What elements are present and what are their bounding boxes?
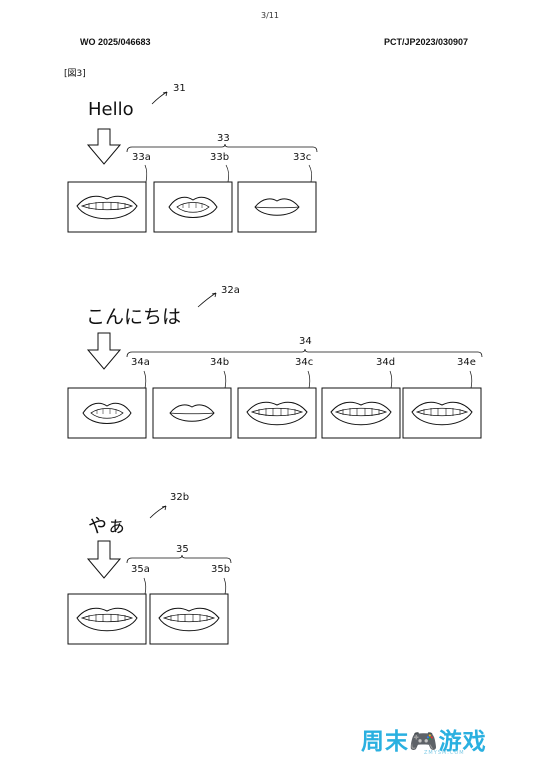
ref-35a: 35a: [131, 564, 150, 575]
ref-35: 35: [176, 544, 189, 555]
ref-35b: 35b: [211, 564, 231, 575]
word-konnichiwa: こんにちは: [86, 306, 182, 328]
ref-31: 31: [173, 83, 186, 94]
ref-33a: 33a: [132, 152, 151, 163]
watermark-sub: ZMYSM.COM: [424, 750, 465, 756]
application-number: PCT/JP2023/030907: [384, 37, 469, 47]
group3-lines: [86, 505, 232, 595]
ref-34a: 34a: [131, 357, 150, 368]
ref-33: 33: [217, 133, 230, 144]
word-yaa: やぁ: [88, 515, 127, 537]
ref-34d: 34d: [376, 357, 396, 368]
watermark-logo: 周末🎮游戏: [361, 729, 487, 755]
ref-34b: 34b: [210, 357, 230, 368]
figure-label: [図3]: [64, 69, 86, 79]
group1-lines: [86, 91, 318, 183]
ref-32b: 32b: [170, 492, 190, 503]
group2-lines: [86, 292, 483, 389]
publication-number: WO 2025/046683: [80, 37, 151, 47]
ref-33c: 33c: [293, 152, 312, 163]
mouth-shape-34b: [169, 404, 215, 422]
page-number: 3/11: [261, 11, 279, 20]
ref-33b: 33b: [210, 152, 230, 163]
ref-32a: 32a: [221, 285, 240, 296]
ref-34c: 34c: [295, 357, 314, 368]
word-hello: Hello: [88, 99, 134, 120]
mouth-shape-33c: [254, 198, 300, 216]
ref-34e: 34e: [457, 357, 476, 368]
ref-34: 34: [299, 336, 312, 347]
